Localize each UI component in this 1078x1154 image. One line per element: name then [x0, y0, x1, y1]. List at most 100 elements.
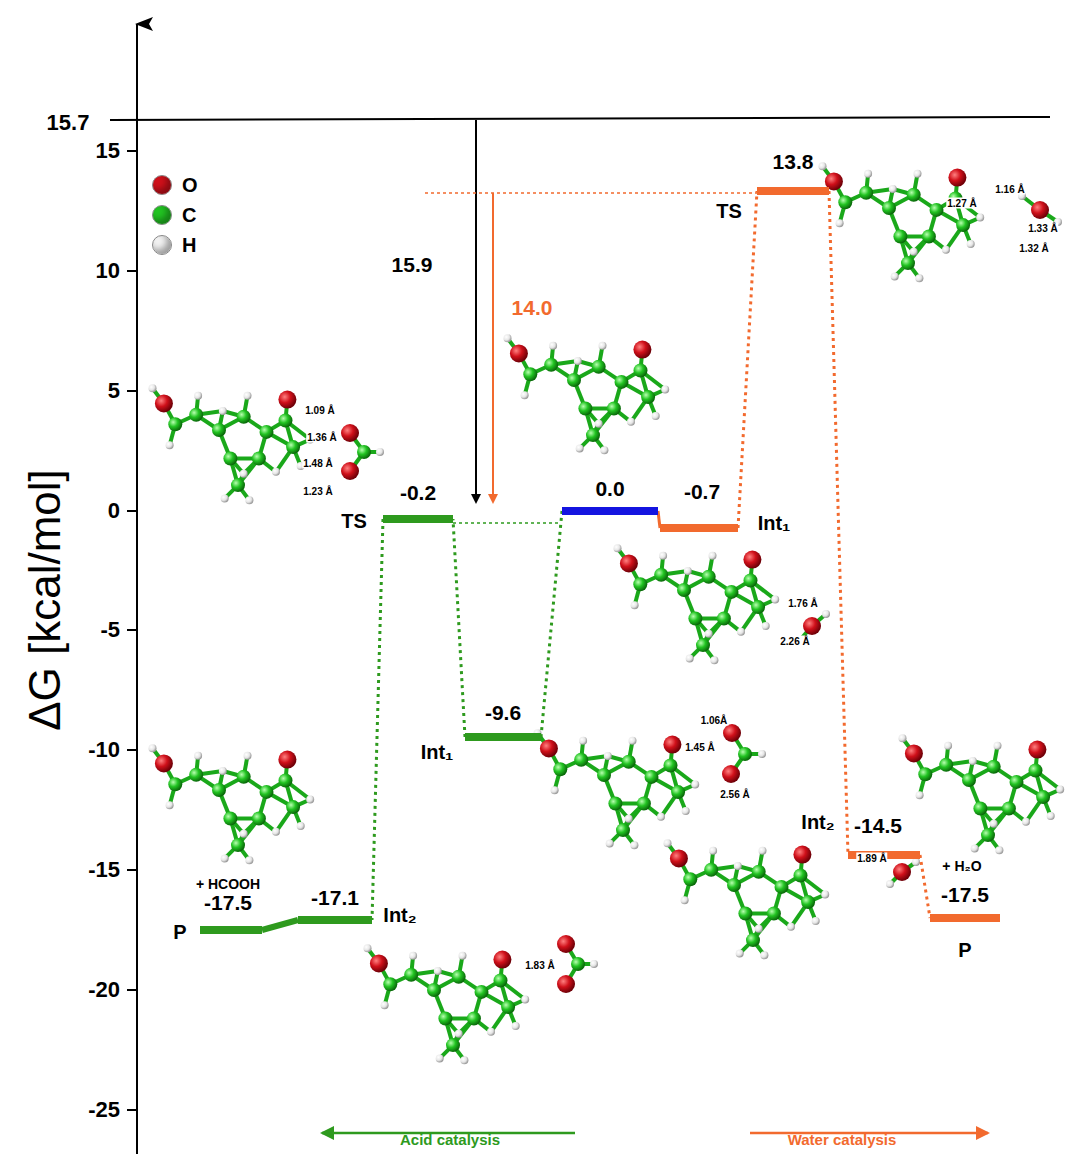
bond-distance: 1.06Å: [700, 715, 729, 726]
atom: [252, 452, 266, 466]
state-name: TS: [716, 200, 742, 222]
atom: [189, 768, 203, 782]
atom: [922, 230, 936, 244]
atom: [553, 762, 567, 776]
atom: [168, 777, 182, 791]
atom: [212, 423, 226, 437]
atom: [460, 1056, 468, 1064]
atom: [1029, 764, 1043, 778]
atom: [521, 996, 529, 1004]
atom: [614, 544, 622, 552]
energy-value: -14.5: [854, 814, 902, 837]
atom: [723, 724, 741, 742]
barrier-label: 15.9: [392, 253, 433, 276]
barrier-label: 14.0: [512, 296, 553, 319]
atom: [240, 830, 248, 838]
atom: [801, 895, 815, 909]
atom: [696, 638, 710, 652]
atom: [279, 414, 293, 428]
atom: [641, 390, 655, 404]
state-name: Int₁: [758, 512, 791, 534]
atom: [886, 880, 894, 888]
atom: [705, 630, 713, 638]
atom: [629, 737, 637, 745]
atom: [578, 402, 592, 416]
atom: [684, 567, 692, 575]
atom: [759, 847, 767, 855]
atom: [758, 750, 766, 758]
atom: [990, 820, 998, 828]
atom: [948, 169, 966, 187]
atom: [633, 341, 651, 359]
atom: [194, 392, 202, 400]
atom: [189, 408, 203, 422]
atom: [278, 391, 296, 409]
atom: [286, 440, 300, 454]
atom: [245, 856, 253, 864]
axis-tick-label: -25: [88, 1098, 120, 1122]
atom: [260, 785, 274, 799]
atom: [882, 201, 896, 215]
atom: [599, 342, 607, 350]
axis-tick-label: 15: [96, 139, 120, 163]
atom: [606, 839, 614, 847]
atom: [709, 552, 717, 560]
co-product: + H₂O: [942, 859, 981, 874]
atom: [710, 656, 718, 664]
atom: [717, 612, 731, 626]
ts-dashed-line: [425, 192, 757, 194]
bond-distance: 1.32 Å: [1018, 243, 1049, 254]
atom: [912, 858, 920, 866]
atom: [812, 917, 820, 925]
energy-level: 0.0: [562, 507, 658, 515]
atom: [297, 822, 305, 830]
atom: [645, 770, 659, 784]
pathway-connector: [920, 855, 930, 918]
state-name: Int₂: [801, 811, 834, 833]
atom: [702, 570, 716, 584]
atom: [891, 272, 899, 280]
axis-title: ΔG [kcal/mol]: [21, 469, 69, 731]
atom: [737, 628, 745, 636]
atom: [691, 781, 699, 789]
atom: [1031, 201, 1049, 219]
atom: [615, 375, 629, 389]
atom: [221, 854, 229, 862]
state-name: Int₂: [383, 904, 416, 926]
atom: [973, 802, 987, 816]
atom: [910, 248, 918, 256]
atom: [760, 951, 768, 959]
atom: [976, 214, 984, 222]
atom: [659, 552, 667, 560]
energy-value: -17.5: [204, 891, 252, 914]
atom: [237, 770, 251, 784]
atom: [221, 494, 229, 502]
bond-distance: 1.83 Å: [524, 960, 555, 971]
axis-tick-label: -20: [88, 978, 120, 1002]
atom: [859, 186, 873, 200]
atom: [942, 246, 950, 254]
atom: [616, 823, 630, 837]
atom: [1028, 741, 1046, 759]
atom: [592, 360, 606, 374]
value-label: 15.7: [47, 111, 90, 135]
bond-distance: 2.26 Å: [779, 636, 810, 647]
atom: [212, 783, 226, 797]
state-name: P: [173, 921, 186, 943]
atom: [1010, 775, 1024, 789]
axis-tick-label: 10: [96, 259, 120, 283]
atom: [681, 896, 689, 904]
atom: [540, 739, 558, 757]
bond-distance: 1.23 Å: [302, 486, 333, 497]
bond-distance: 1.16 Å: [994, 184, 1025, 195]
atom: [604, 752, 612, 760]
atom: [981, 828, 995, 842]
pathway-connector: [372, 519, 383, 920]
atom: [905, 744, 923, 762]
atom: [736, 949, 744, 957]
atom: [579, 737, 587, 745]
atom: [822, 610, 830, 618]
atom: [725, 585, 739, 599]
atom: [245, 496, 253, 504]
